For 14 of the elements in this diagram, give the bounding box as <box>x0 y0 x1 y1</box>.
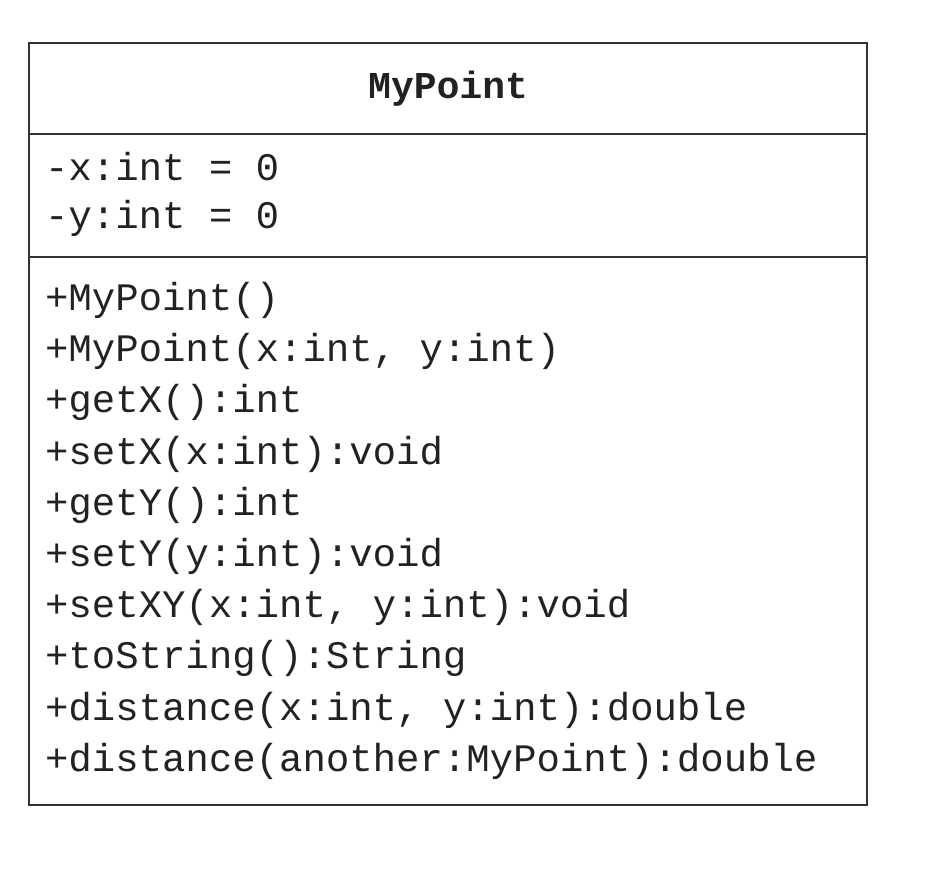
method-text: +setXY(x:int, y:int):void <box>45 584 630 630</box>
method-text: +toString():String <box>45 635 466 682</box>
method-text: +MyPoint(x:int, y:int) <box>45 328 560 374</box>
class-name: MyPoint <box>367 66 529 112</box>
method-text: +getY():int <box>45 482 302 528</box>
attribute-text: -x:int = 0 <box>45 147 280 193</box>
method-text: +distance(x:int, y:int):double <box>45 686 748 733</box>
method-text: +MyPoint() <box>45 277 280 323</box>
method-text: +getX():int <box>45 379 302 426</box>
method-text: +distance(another:MyPoint):double <box>45 738 818 784</box>
class-box <box>28 42 868 806</box>
attribute-text: -y:int = 0 <box>45 195 280 241</box>
method-text: +setX(x:int):void <box>45 430 443 477</box>
method-text: +setY(y:int):void <box>45 533 443 579</box>
